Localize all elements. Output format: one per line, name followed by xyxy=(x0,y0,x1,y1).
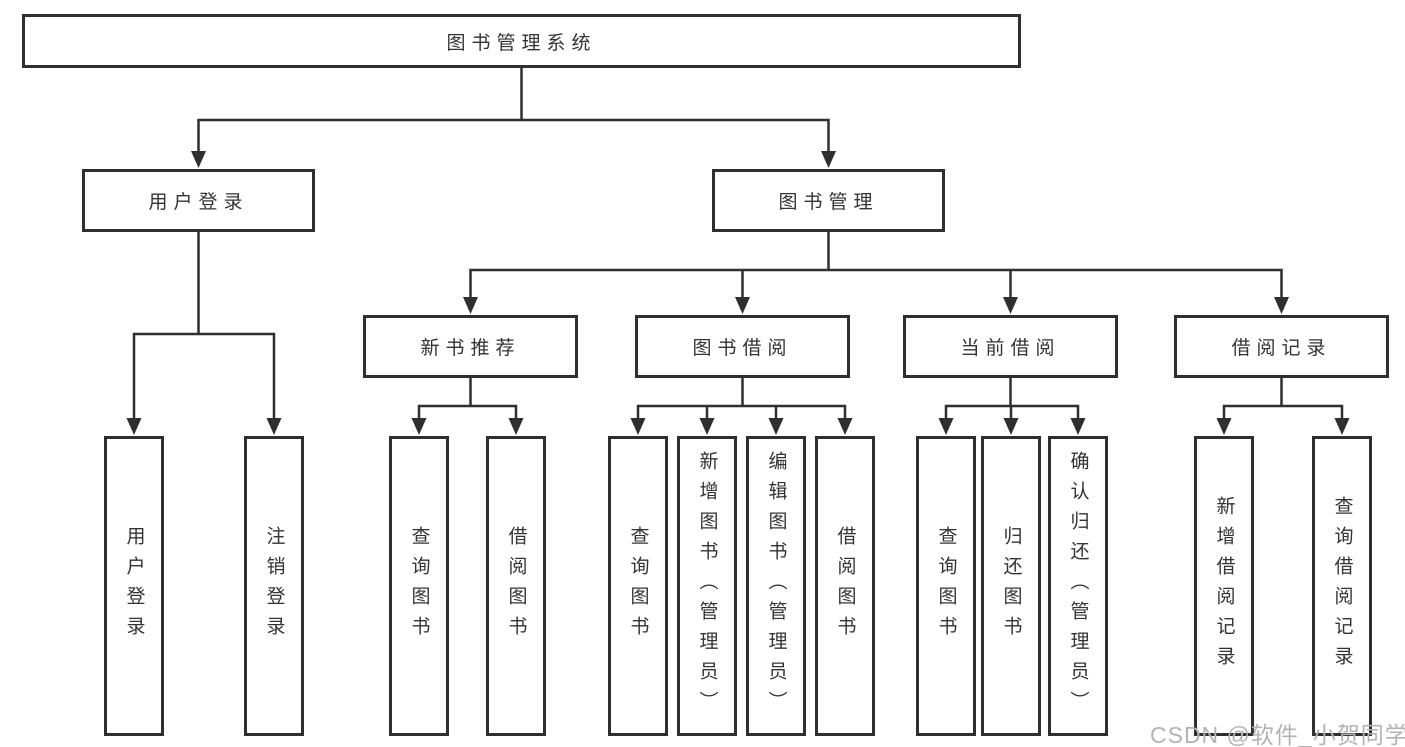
arrow-down-icon xyxy=(411,418,427,435)
node-library-system: 图书管理系统 xyxy=(22,14,1021,68)
arrow-down-icon xyxy=(191,151,206,168)
connector-line xyxy=(417,404,518,419)
arrow-down-icon xyxy=(126,418,142,435)
connector-line xyxy=(197,118,830,152)
connector-line xyxy=(636,404,847,419)
arrow-down-icon xyxy=(938,418,954,435)
leaf-current-confirm-return-admin: 确认归还（管理员） xyxy=(1048,436,1108,736)
connector-line xyxy=(1222,404,1344,419)
leaf-current-query-books: 查询图书 xyxy=(916,436,976,736)
node-user-login: 用户登录 xyxy=(82,169,315,232)
leaf-borrow-borrow-books: 借阅图书 xyxy=(815,436,875,736)
arrow-down-icon xyxy=(699,418,715,435)
arrow-down-icon xyxy=(1274,297,1289,314)
node-book-borrow: 图书借阅 xyxy=(635,315,850,378)
connector-line xyxy=(132,332,276,419)
arrow-down-icon xyxy=(1070,418,1086,435)
arrow-down-icon xyxy=(821,151,836,168)
leaf-records-query-record: 查询借阅记录 xyxy=(1312,436,1372,736)
connector-line xyxy=(469,268,1283,298)
arrow-down-icon xyxy=(1216,418,1232,435)
arrow-down-icon xyxy=(1334,418,1350,435)
leaf-borrow-add-books-admin: 新增图书（管理员） xyxy=(677,436,737,736)
arrow-down-icon xyxy=(768,418,784,435)
arrow-down-icon xyxy=(508,418,524,435)
leaf-newbook-borrow-books: 借阅图书 xyxy=(486,436,546,736)
arrow-down-icon xyxy=(1003,297,1018,314)
node-new-book-recommend: 新书推荐 xyxy=(363,315,578,378)
arrow-down-icon xyxy=(837,418,853,435)
arrow-down-icon xyxy=(1003,418,1019,435)
arrow-down-icon xyxy=(630,418,646,435)
leaf-user-login: 用户登录 xyxy=(104,436,164,736)
node-book-management: 图书管理 xyxy=(712,169,945,232)
leaf-newbook-query-books: 查询图书 xyxy=(389,436,449,736)
node-borrow-records: 借阅记录 xyxy=(1174,315,1389,378)
leaf-current-return-books: 归还图书 xyxy=(981,436,1041,736)
leaf-logout: 注销登录 xyxy=(244,436,304,736)
arrow-down-icon xyxy=(735,297,750,314)
arrow-down-icon xyxy=(266,418,282,435)
leaf-borrow-query-books: 查询图书 xyxy=(608,436,668,736)
leaf-borrow-edit-books-admin: 编辑图书（管理员） xyxy=(746,436,806,736)
leaf-records-add-record: 新增借阅记录 xyxy=(1194,436,1254,736)
watermark: CSDN @软件_小贺同学 xyxy=(1150,722,1405,747)
node-current-borrow: 当前借阅 xyxy=(903,315,1118,378)
arrow-down-icon xyxy=(463,297,478,314)
connector-line xyxy=(944,404,1080,419)
